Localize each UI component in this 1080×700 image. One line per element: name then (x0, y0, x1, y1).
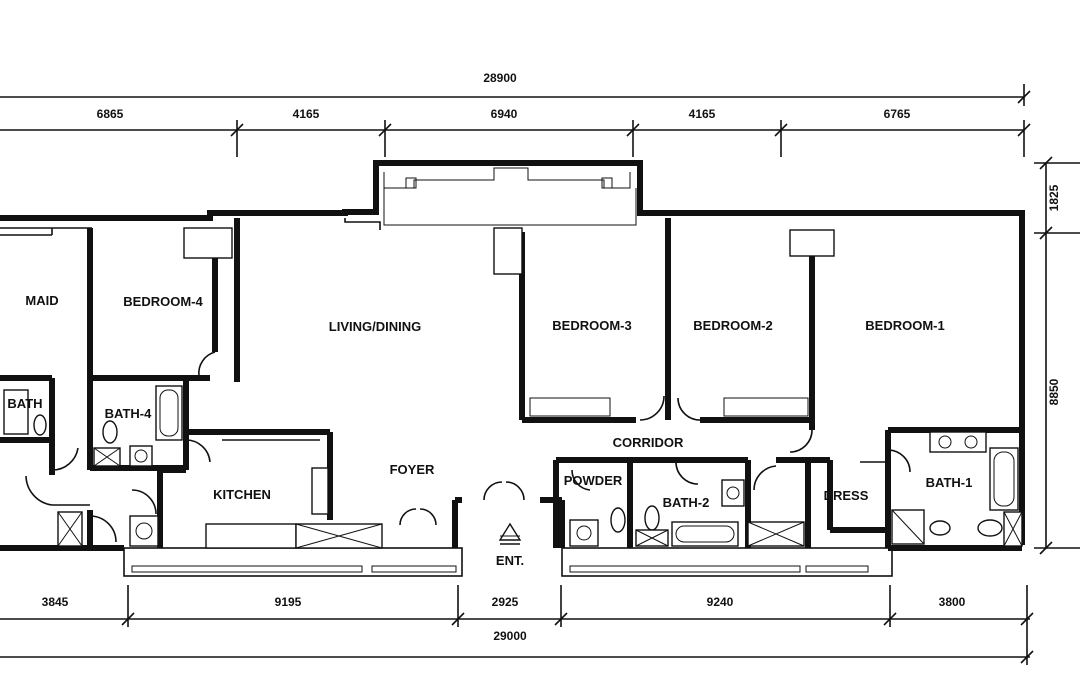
label-bath-1: BATH-1 (926, 475, 973, 490)
label-dress: DRESS (824, 488, 869, 503)
top-dimension-2: 4165 (293, 107, 320, 121)
bottom-dimension-1: 3845 (42, 595, 69, 609)
label-bath: BATH (7, 396, 42, 411)
label-powder: POWDER (564, 473, 623, 488)
bottom-dimension-4: 9240 (707, 595, 734, 609)
bottom-dimensions (0, 585, 1034, 665)
top-dimension-1: 6865 (97, 107, 124, 121)
interior-walls (0, 218, 1022, 551)
label-bedroom-2: BEDROOM-2 (693, 318, 772, 333)
door-swings (25, 351, 911, 543)
label-kitchen: KITCHEN (213, 487, 271, 502)
label-entrance: ENT. (496, 553, 524, 568)
label-bedroom-3: BEDROOM-3 (552, 318, 631, 333)
label-foyer: FOYER (390, 462, 435, 477)
label-corridor: CORRIDOR (613, 435, 684, 450)
overall-bottom-dimension: 29000 (493, 629, 527, 643)
label-bedroom-4: BEDROOM-4 (123, 294, 203, 309)
right-dimensions (1034, 156, 1080, 555)
outer-walls (0, 160, 1025, 577)
right-dimension-top: 1825 (1047, 184, 1061, 211)
bottom-dimension-2: 9195 (275, 595, 302, 609)
top-dimensions (0, 84, 1031, 157)
top-dimension-5: 6765 (884, 107, 911, 121)
label-living-dining: LIVING/DINING (329, 319, 421, 334)
top-dimension-3: 6940 (491, 107, 518, 121)
label-maid: MAID (25, 293, 58, 308)
bottom-dimension-5: 3800 (939, 595, 966, 609)
overall-top-dimension: 28900 (483, 71, 517, 85)
label-bath-2: BATH-2 (663, 495, 710, 510)
label-bath-4: BATH-4 (105, 406, 152, 421)
top-dimension-4: 4165 (689, 107, 716, 121)
fixtures (3, 385, 1023, 549)
right-dimension-main: 8850 (1047, 378, 1061, 405)
bottom-dimension-3: 2925 (492, 595, 519, 609)
label-bedroom-1: BEDROOM-1 (865, 318, 944, 333)
